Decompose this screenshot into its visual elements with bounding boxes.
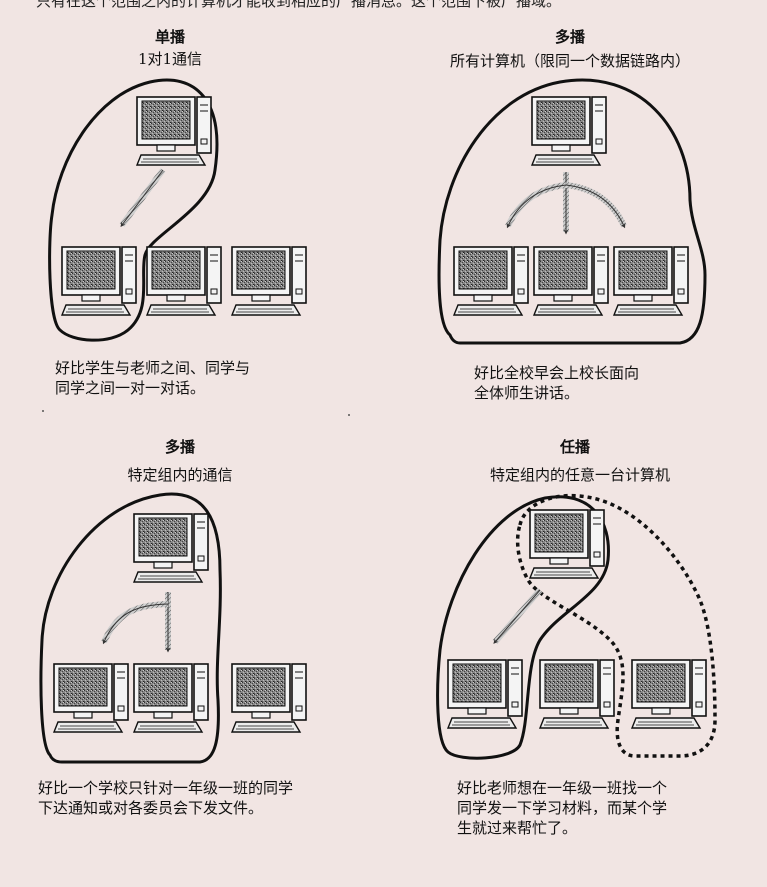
computer-icon [529,509,605,579]
scan-dot [42,410,44,412]
computer-icon [453,246,529,316]
broadcast-group-outline [437,78,707,345]
multicast-subtitle: 特定组内的通信 [127,466,233,484]
scan-dot [348,414,350,416]
unicast-group-outline [48,78,219,342]
broadcast-subtitle: 所有计算机（限同一个数据链路内） [449,52,690,70]
computer-icon [531,96,607,166]
arrow-icon [506,184,567,229]
anycast-diagram [436,493,717,760]
computer-icon [133,663,209,733]
broadcast-caption: 好比全校早会上校长面向 全体师生讲话。 [474,364,640,402]
anycast-dotted-group-outline [515,493,717,758]
arrow-icon [102,603,169,645]
arrow-icon [505,182,567,228]
computer-icon [231,663,307,733]
unicast-diagram [48,78,307,342]
computer-icon [631,659,707,729]
anycast-group-outline [436,495,610,760]
computer-icon [613,246,689,316]
anycast-caption: 好比老师想在一年级一班找一个 同学发一下学习材料，而某个学 生就过来帮忙了。 [457,779,668,837]
top-text: 只有在这个范围之内的计算机才能收到相应的广播消息。这个范围下被广播域。 [36,0,562,10]
arrow-icon [565,182,627,228]
arrow-icon [101,601,169,644]
broadcast-title: 多播 [554,28,585,46]
arrow-icon [120,169,164,228]
computer-icon [231,246,307,316]
anycast-title: 任播 [559,438,590,456]
computer-icon [61,246,137,316]
multicast-title: 多播 [164,438,195,456]
computer-icon [533,246,609,316]
unicast-subtitle: 1对1通信 [137,50,203,68]
unicast-title: 单播 [154,28,185,46]
computer-icon [136,96,212,166]
unicast-caption: 好比学生与老师之间、同学与 同学之间一对一对话。 [55,359,251,397]
computer-icon [447,659,523,729]
computer-icon [133,513,209,583]
arrow-icon [565,184,626,229]
computer-icon [53,663,129,733]
broadcast-diagram [437,78,707,345]
computer-icon [539,659,615,729]
multicast-caption: 好比一个学校只针对一年级一班的同学 下达通知或对各委员会下发文件。 [38,779,294,817]
multicast-group-outline [39,492,222,764]
anycast-subtitle: 特定组内的任意一台计算机 [489,466,670,484]
arrow-icon [493,589,541,644]
multicast-diagram [39,492,307,764]
computer-icon [146,246,222,316]
